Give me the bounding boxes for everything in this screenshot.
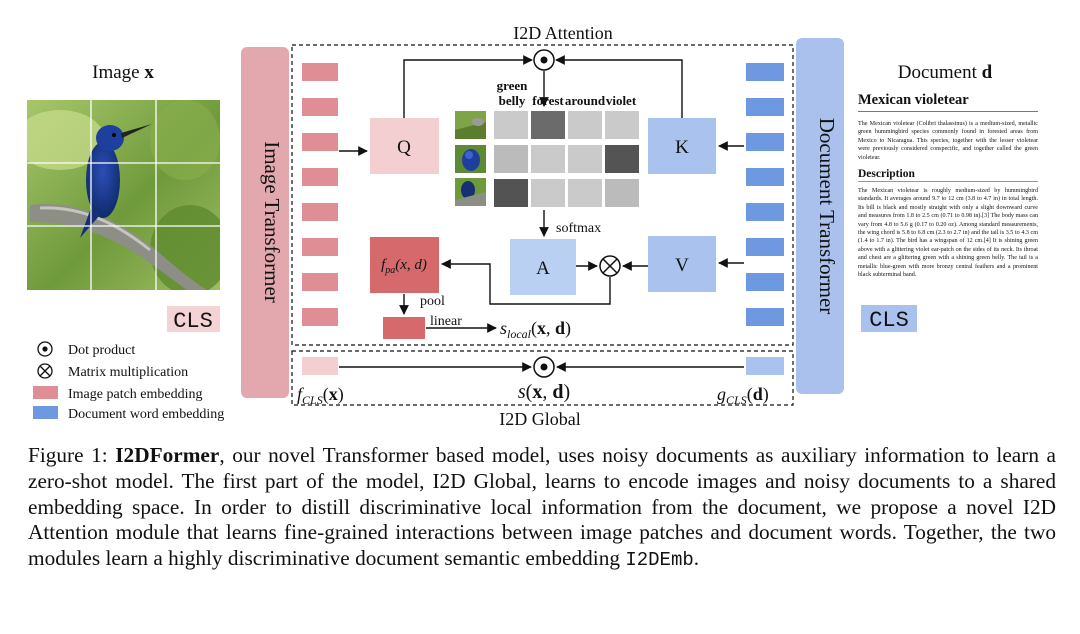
bird-image	[27, 100, 220, 290]
i2d-global-title: I2D Global	[499, 409, 580, 429]
matrix-multiplication-legend-icon	[37, 363, 53, 379]
attention-cell	[568, 145, 602, 173]
cls-image-token: CLS	[173, 309, 213, 334]
attention-cell	[531, 179, 565, 207]
attention-cell	[568, 111, 602, 139]
softmax-label: softmax	[556, 221, 601, 236]
arrow-k-to-dot	[555, 55, 683, 118]
attention-heatmap	[494, 111, 639, 207]
image-transformer-block	[241, 47, 289, 398]
attention-cell	[568, 179, 602, 207]
document-title: Mexican violetear	[858, 92, 1038, 112]
attention-dot-product-icon	[533, 49, 555, 71]
cls-document-bg	[861, 305, 917, 332]
attention-cell	[605, 179, 639, 207]
fpa-box	[370, 237, 439, 293]
k-label: K	[675, 137, 689, 158]
i2d-global-box	[291, 350, 794, 406]
cls-image-bg	[167, 306, 220, 332]
linear-label: linear	[430, 314, 462, 329]
arrow-q-to-dot	[403, 55, 533, 118]
col-around: around	[565, 93, 606, 108]
q-box	[370, 118, 439, 174]
dot-product-legend-icon	[37, 341, 53, 357]
legend-document-word: Document word embedding	[68, 407, 224, 422]
attention-cell	[605, 111, 639, 139]
q-label: Q	[397, 137, 411, 158]
a-label: A	[536, 258, 550, 279]
patch-grid	[27, 100, 220, 290]
i2d-attention-title: I2D Attention	[513, 23, 613, 43]
caption-code: I2DEmb	[625, 549, 694, 572]
legend-image-patch: Image patch embedding	[68, 387, 203, 402]
i2d-attention-box	[291, 44, 794, 346]
g-cls-label: gCLS(d)	[717, 384, 769, 407]
image-patch-legend-swatch	[33, 386, 58, 399]
f-cls-label: fCLS(x)	[297, 384, 344, 407]
document-transformer-block	[796, 38, 844, 394]
legend-dot-product: Dot product	[68, 343, 135, 358]
i2dformer-figure: Image x CLS Dot product Matrix multi	[27, 23, 993, 429]
document-transformer-label: Document Transformer	[815, 118, 839, 315]
figure-caption: Figure 1: I2DFormer, our novel Transform…	[28, 443, 1056, 574]
caption-model-name: I2DFormer	[115, 443, 220, 467]
attention-cell	[531, 111, 565, 139]
document-intro: The Mexican violetear (Colibri thalassin…	[858, 121, 1038, 161]
matrix-multiplication-icon	[599, 255, 621, 277]
cls-document-token: CLS	[869, 308, 909, 333]
s-global-label: s(x, d)	[518, 381, 570, 403]
pool-label: pool	[420, 294, 445, 309]
document-word-legend-swatch	[33, 406, 58, 419]
attention-cell	[494, 111, 528, 139]
image-label: Image x	[92, 62, 154, 83]
attention-cell	[531, 145, 565, 173]
document-section-heading: Description	[858, 168, 1038, 183]
image-cls-embedding	[302, 357, 338, 375]
global-dot-product-icon	[533, 356, 555, 378]
document-cls-embedding	[746, 357, 784, 375]
v-box	[648, 236, 716, 292]
caption-prefix: Figure 1:	[28, 443, 116, 467]
patch-thumbnails	[455, 111, 486, 206]
attention-cell	[494, 145, 528, 173]
legend: Dot product Matrix multiplication Image …	[33, 341, 224, 422]
k-box	[648, 118, 716, 174]
image-transformer-label: Image Transformer	[260, 141, 284, 303]
document-word-tokens	[746, 63, 784, 326]
s-local-label: slocal(x, d)	[500, 318, 571, 341]
pool-box	[383, 317, 425, 339]
arrow-matmul-to-fpa	[441, 259, 611, 305]
a-box	[510, 239, 576, 295]
image-patch-tokens	[302, 63, 338, 326]
attention-cell	[494, 179, 528, 207]
document-panel: Mexican violetear The Mexican violetear …	[858, 92, 1038, 280]
caption-end: .	[693, 546, 700, 571]
document-body: The Mexican violetear is roughly medium-…	[858, 188, 1038, 279]
col-violet: violet	[606, 93, 637, 108]
document-label: Document d	[898, 62, 993, 83]
attention-cell	[605, 145, 639, 173]
col-forest: forest	[532, 93, 564, 108]
architecture-diagram: Image x CLS Dot product Matrix multi	[27, 23, 993, 429]
legend-matrix-multiplication: Matrix multiplication	[68, 365, 188, 380]
v-label: V	[675, 255, 689, 276]
caption-text: , our novel Transformer based model, use…	[28, 443, 1056, 571]
fpa-label: fpa(x, d)	[381, 257, 427, 276]
